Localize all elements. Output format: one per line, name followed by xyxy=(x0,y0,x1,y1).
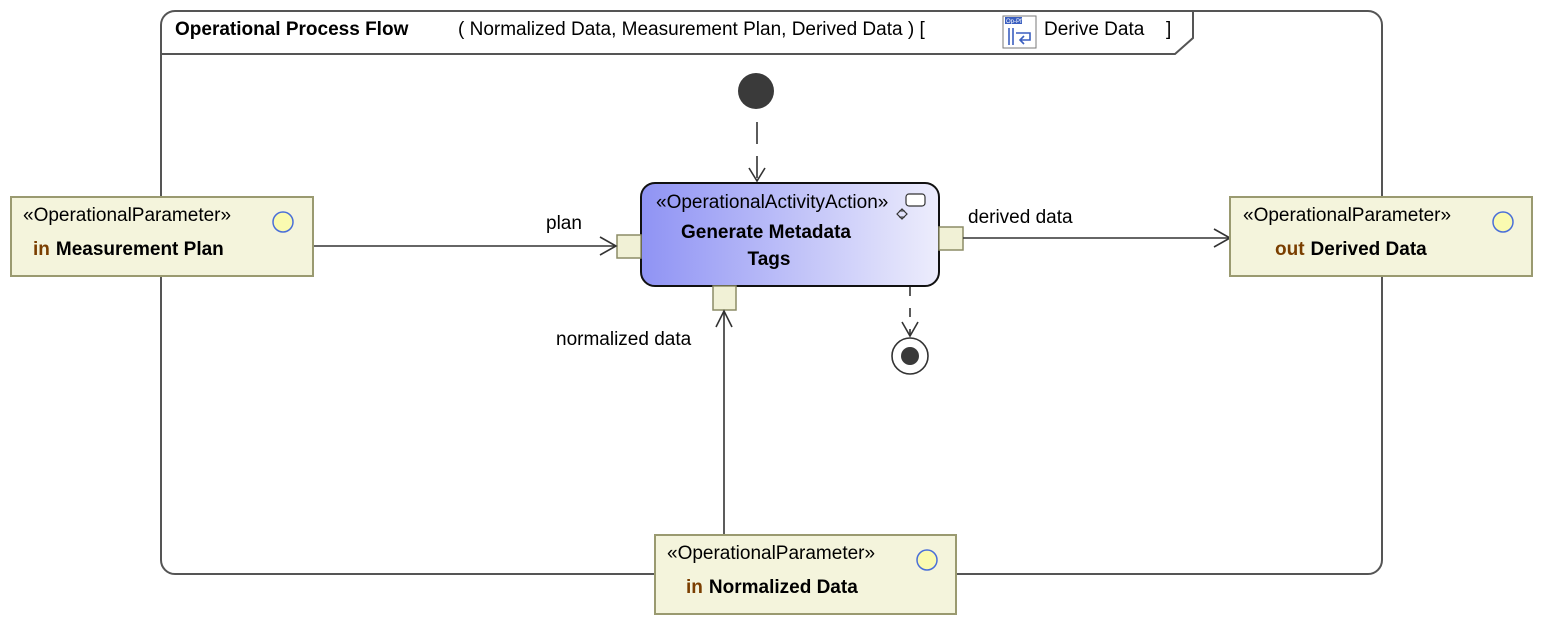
object-flow-normalized-data[interactable] xyxy=(715,309,733,535)
frame-diagram-name[interactable]: Derive Data xyxy=(1044,19,1145,40)
parameter-stereotype: «OperationalParameter» xyxy=(23,205,231,226)
initial-node[interactable] xyxy=(738,73,774,109)
parameter-name-line: in Normalized Data xyxy=(686,577,858,598)
action-stereotype: «OperationalActivityAction» xyxy=(656,192,888,213)
object-flow-plan[interactable] xyxy=(313,236,618,256)
control-flow-final[interactable] xyxy=(901,287,919,338)
parameter-measurement-plan[interactable] xyxy=(10,196,314,277)
parameter-direction: in xyxy=(686,577,703,598)
control-flow-initial[interactable] xyxy=(748,122,766,183)
flow-label-plan: plan xyxy=(546,213,582,234)
parameter-name: Derived Data xyxy=(1311,239,1428,260)
parameter-status-icon xyxy=(272,211,294,233)
action-name-line2: Tags xyxy=(748,249,791,270)
action-name-line1: Generate Metadata xyxy=(681,222,851,243)
op-pf-diagram-icon[interactable]: Op-Pf xyxy=(1002,15,1037,49)
parameter-name: Measurement Plan xyxy=(56,239,224,260)
parameter-direction: out xyxy=(1275,239,1305,260)
op-pf-icon-caption: Op-Pf xyxy=(1006,19,1022,25)
parameter-stereotype: «OperationalParameter» xyxy=(1243,205,1451,226)
frame-kind: Operational Process Flow xyxy=(175,19,409,40)
flow-label-derived-data: derived data xyxy=(968,207,1073,228)
call-behavior-rake-icon xyxy=(896,193,926,220)
parameter-name-line: in Measurement Plan xyxy=(33,239,224,260)
frame-signature: ( Normalized Data, Measurement Plan, Der… xyxy=(458,19,925,40)
parameter-normalized-data[interactable] xyxy=(654,534,957,615)
parameter-stereotype: «OperationalParameter» xyxy=(667,543,875,564)
parameter-derived-data[interactable] xyxy=(1229,196,1533,277)
parameter-direction: in xyxy=(33,239,50,260)
flow-label-normalized-data: normalized data xyxy=(556,329,692,350)
input-pin-plan[interactable] xyxy=(616,234,642,259)
input-pin-normalized-data[interactable] xyxy=(712,285,737,311)
parameter-name-line: out Derived Data xyxy=(1275,239,1427,260)
frame-closing-bracket: ] xyxy=(1166,19,1171,40)
parameter-name: Normalized Data xyxy=(709,577,858,598)
output-pin-derived-data[interactable] xyxy=(938,226,964,251)
parameter-status-icon xyxy=(916,549,938,571)
activity-final-node[interactable] xyxy=(891,337,929,375)
object-flow-derived-data[interactable] xyxy=(963,228,1232,248)
parameter-status-icon xyxy=(1492,211,1514,233)
